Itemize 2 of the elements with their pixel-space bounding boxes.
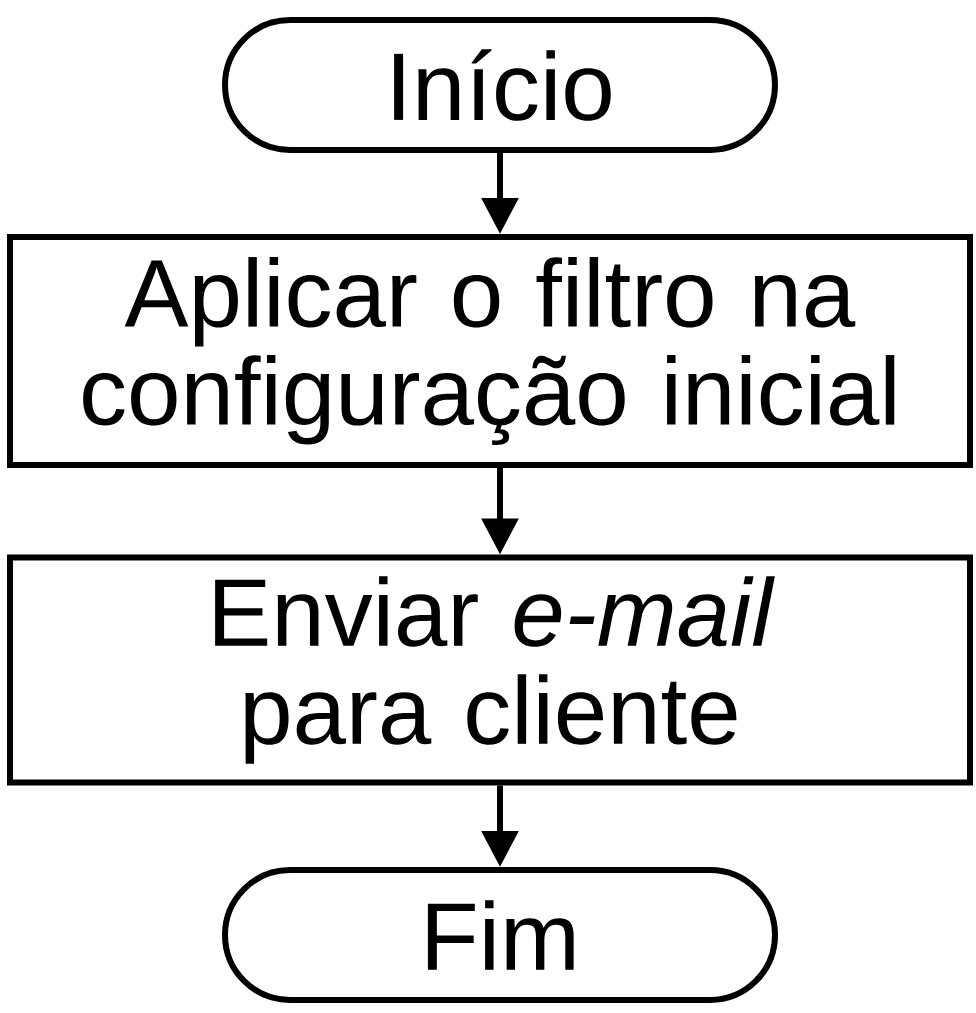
process-box: Enviar e-mail para cliente <box>7 554 973 786</box>
process-box: Aplicar o filtro na configuração inicial <box>7 234 973 468</box>
